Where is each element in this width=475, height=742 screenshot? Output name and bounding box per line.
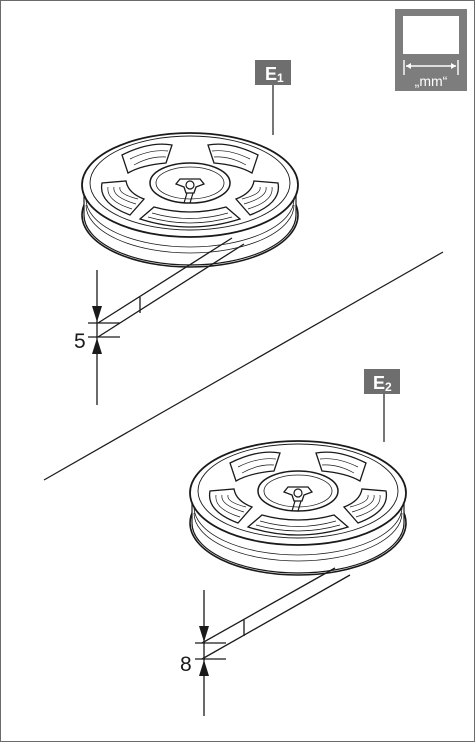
dimension-arrow-icon	[88, 270, 120, 405]
item-e2-letter: E	[373, 373, 385, 393]
item-e1: E 1 5	[74, 60, 299, 405]
led-strip-reel-icon	[81, 132, 299, 268]
item-e1-dimension: 5	[74, 330, 86, 353]
item-e1-subscript: 1	[277, 71, 284, 85]
item-e1-letter: E	[265, 64, 277, 84]
item-e2: E 2 8	[180, 369, 407, 716]
item-e2-subscript: 2	[385, 380, 392, 394]
item-e2-dimension: 8	[180, 653, 192, 676]
dimension-arrow-icon	[195, 590, 226, 716]
item-e1-badge: E 1	[255, 60, 291, 85]
item-e2-badge: E 2	[364, 369, 400, 394]
measure-unit-icon: „mm“	[395, 9, 467, 91]
section-divider	[43, 251, 444, 481]
item-e2-strip	[201, 567, 351, 660]
led-strip-reel-icon	[189, 440, 407, 576]
units-label: „mm“	[415, 73, 448, 89]
item-e1-strip	[97, 237, 245, 338]
